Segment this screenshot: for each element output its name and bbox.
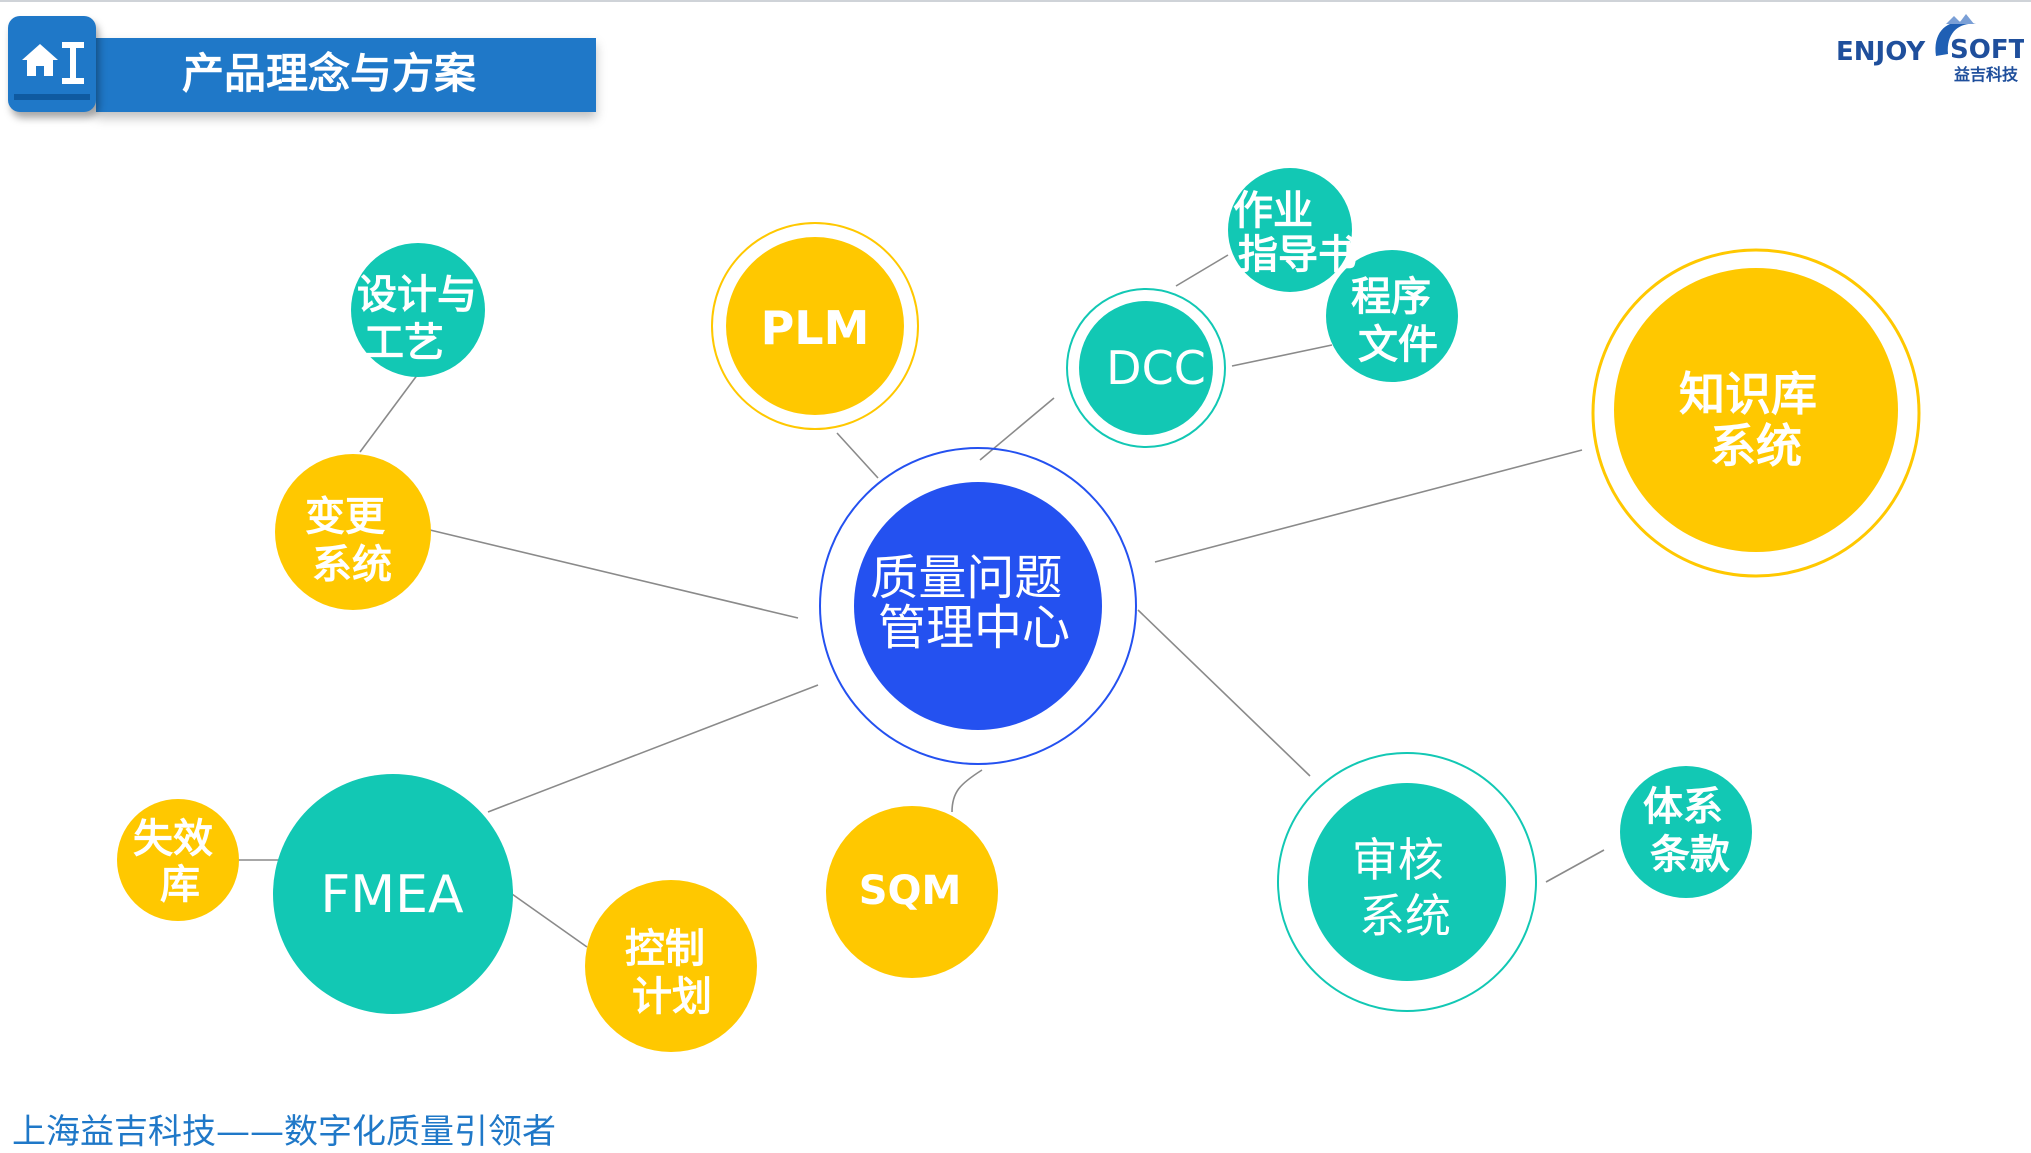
logo-tagline: 益吉科技 [1954, 65, 2019, 84]
shixiao-label: 失效 库 [133, 816, 227, 908]
line-center-fmea [487, 684, 819, 813]
node-labels: 质量问题 管理中心 PLM DCC 作业 指导书 程序 文件 知识库 系统 审核… [133, 188, 1833, 1020]
line-center-plm [836, 432, 879, 479]
logo-brand-right: SOFT [1950, 35, 2024, 65]
home-icon [14, 42, 90, 100]
center-ring [819, 447, 1137, 765]
sheji-label: 设计与 工艺 [357, 272, 491, 366]
zuoye-node [1228, 168, 1352, 292]
biangeng-node [275, 454, 431, 610]
zhishiku-node [1614, 268, 1898, 552]
sqm-node [826, 806, 998, 978]
dcc-label: DCC [1106, 341, 1206, 395]
plm-label: PLM [761, 301, 870, 355]
page-title: 产品理念与方案 [182, 49, 477, 98]
shixiao-node [117, 799, 239, 921]
zuoye-label: 作业 指导书 [1233, 188, 1358, 278]
fmea-node [273, 774, 513, 1014]
line-center-dcc [979, 397, 1055, 461]
zhishiku-label: 知识库 系统 [1679, 367, 1833, 473]
kongzhi-node [585, 880, 757, 1052]
line-shenhe-tixi [1545, 849, 1605, 883]
shenhe-node [1308, 783, 1506, 981]
shenhe-label: 审核 系统 [1352, 833, 1459, 943]
kongzhi-label: 控制 计划 [625, 926, 719, 1020]
plm-ring [711, 222, 919, 430]
chengxu-label: 程序 文件 [1351, 274, 1445, 368]
line-biangeng-sheji [359, 373, 419, 453]
line-fmea-kongzhi [511, 893, 588, 948]
line-center-biangeng [429, 529, 799, 619]
line-center-zhishiku [1154, 449, 1583, 563]
line-center-shenhe [1137, 609, 1311, 777]
chengxu-node [1326, 250, 1458, 382]
node-rings [711, 222, 1921, 1012]
shenhe-ring [1277, 752, 1537, 1012]
dcc-node [1079, 301, 1213, 435]
zhishiku-ring [1591, 248, 1921, 578]
logo-brand-left: ENJOY [1836, 37, 1926, 67]
home-button[interactable] [8, 16, 96, 112]
top-divider [0, 0, 2031, 2]
footer-slogan: 上海益吉科技——数字化质量引领者 [12, 1112, 556, 1152]
sqm-label: SQM [859, 868, 962, 914]
header-banner [96, 38, 596, 112]
dcc-ring [1066, 288, 1226, 448]
enjoysoft-logo: ENJOY SOFT 益吉科技 [1836, 14, 2024, 84]
center-label: 质量问题 管理中心 [870, 550, 1077, 656]
tixi-node [1620, 766, 1752, 898]
connector-lines [238, 254, 1605, 948]
node-discs [117, 168, 1898, 1052]
line-dcc-chengxu [1231, 344, 1333, 367]
line-center-sqm [951, 769, 983, 813]
plm-node [726, 237, 904, 415]
biangeng-label: 变更 系统 [305, 494, 399, 588]
center-node [854, 482, 1102, 730]
fmea-label: FMEA [320, 865, 464, 925]
line-dcc-zuoye [1175, 254, 1229, 287]
sheji-node [351, 243, 485, 377]
tixi-label: 体系 条款 [1643, 784, 1737, 878]
